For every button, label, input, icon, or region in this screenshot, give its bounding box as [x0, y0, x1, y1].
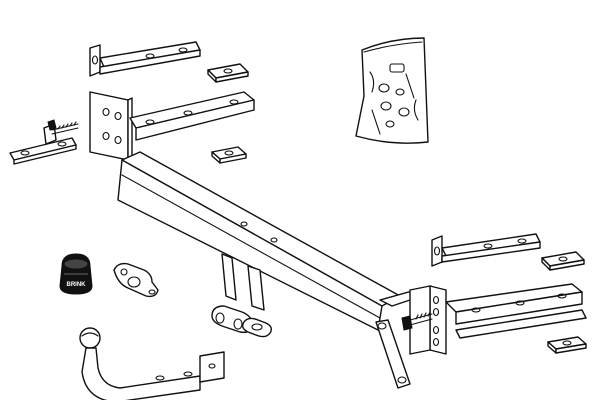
right-upper-angle-bracket	[431, 233, 541, 267]
main-cross-beam	[89, 91, 587, 355]
left-clamp-bracket	[9, 119, 79, 165]
socket-mounting-plate	[113, 262, 159, 298]
fitting-kit-bag	[355, 37, 429, 144]
right-support-strut	[375, 311, 433, 389]
spacer-plate-right-lower	[547, 336, 587, 354]
socket-cover: BRINK	[59, 253, 93, 295]
ball-mount-receiver	[211, 253, 273, 338]
spacer-plate-mid-left	[211, 146, 247, 164]
tow-ball-neck	[79, 327, 225, 400]
socket-cover-brand-label: BRINK	[67, 282, 87, 288]
spacer-plate-right-upper	[541, 251, 585, 271]
spacer-plate-top-left	[207, 63, 249, 83]
top-left-angle-bracket	[89, 41, 201, 77]
